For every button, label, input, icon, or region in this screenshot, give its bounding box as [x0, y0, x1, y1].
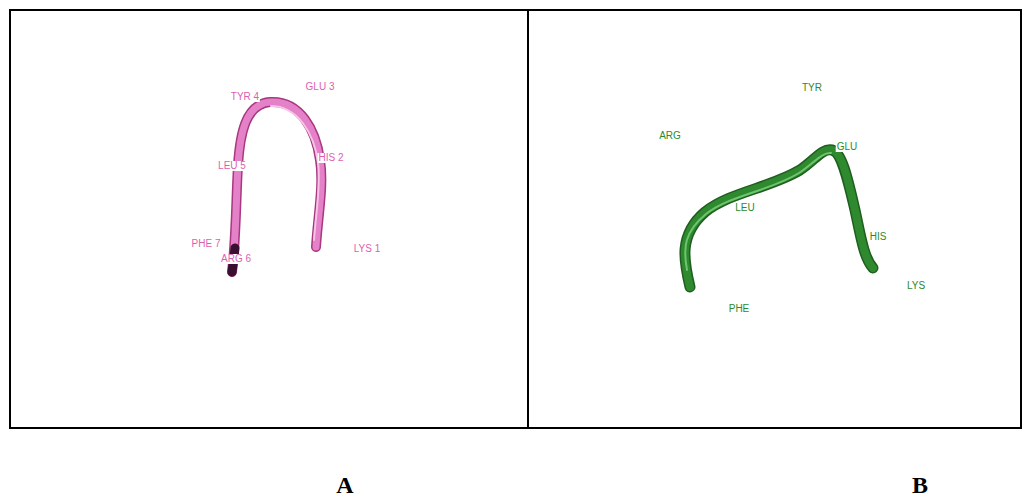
residue-label: GLU	[836, 142, 859, 152]
tube-body	[232, 102, 321, 272]
residue-label: HIS 2	[317, 153, 344, 163]
residue-label: GLU 3	[305, 82, 336, 92]
residue-label: PHE	[728, 304, 751, 314]
residue-label: LYS 1	[353, 244, 382, 254]
residue-label: LYS	[906, 281, 926, 291]
residue-label: TYR	[801, 83, 823, 93]
residue-label: ARG 6	[220, 254, 252, 264]
residue-label: ARG	[658, 131, 682, 141]
panel-frame	[10, 10, 1021, 428]
residue-label: LEU	[734, 203, 755, 213]
residue-label: TYR 4	[230, 92, 260, 102]
tube-outline	[232, 102, 321, 272]
tube-body	[685, 150, 873, 287]
tube-outline	[685, 150, 873, 287]
tube-highlight	[685, 153, 831, 270]
panel-letter: A	[335, 473, 354, 497]
peptide-tube-b	[685, 150, 873, 287]
residue-label: HIS	[869, 232, 888, 242]
panel-letter: B	[911, 473, 929, 497]
residue-label: PHE 7	[191, 239, 222, 249]
panel-divider	[527, 10, 529, 428]
peptide-tube-a	[232, 102, 321, 272]
tube-highlight	[271, 106, 319, 240]
outer-frame	[10, 10, 1021, 428]
residue-label: LEU 5	[217, 161, 247, 171]
